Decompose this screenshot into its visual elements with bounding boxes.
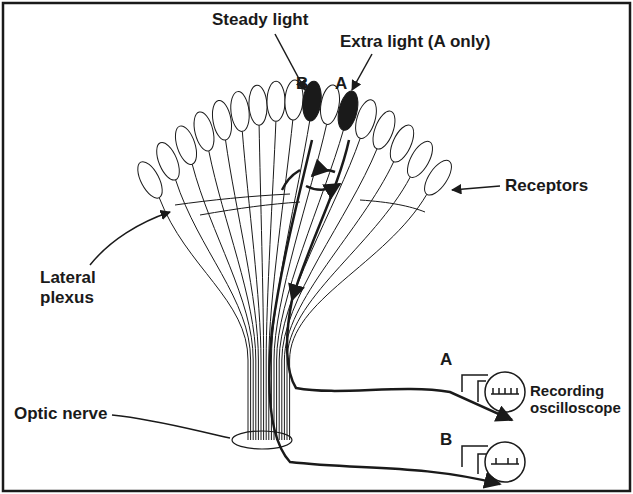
receptor-label: A	[335, 74, 347, 94]
nerve-fiber	[279, 138, 360, 440]
receptor-cell	[229, 91, 251, 133]
nerve-fiber	[226, 140, 259, 440]
inhibition-arrows	[282, 170, 340, 190]
nerve-fiber	[284, 162, 393, 440]
leader-arrows	[90, 34, 500, 438]
nerve-fiber	[282, 149, 377, 440]
fiber-label: A	[440, 350, 452, 370]
nerve-fibers	[159, 120, 427, 440]
nerve-fiber	[209, 151, 256, 440]
frame	[3, 3, 630, 491]
receptor-label: B	[296, 74, 308, 94]
nerve-fiber	[159, 198, 248, 440]
title-label: Extra light (A only)	[340, 32, 491, 52]
part-label: Lateral plexus	[40, 268, 120, 307]
recorded-fibers	[269, 140, 512, 484]
optic-nerve-outline	[232, 431, 292, 449]
nerve-fiber	[287, 177, 410, 440]
receptor-cells	[133, 80, 457, 202]
lateral-plexus	[175, 194, 425, 215]
nerve-fiber	[290, 194, 427, 440]
nerve-fiber	[259, 125, 264, 440]
instrument-label: Recording oscilloscope	[530, 382, 625, 417]
title-label: Steady light	[212, 10, 308, 30]
oscilloscopes	[462, 372, 525, 482]
receptor-cell	[419, 156, 456, 199]
nerve-fiber	[242, 131, 261, 440]
receptor-cell	[267, 81, 285, 121]
part-label: Optic nerve	[14, 404, 114, 424]
receptor-cell	[248, 85, 268, 126]
part-label: Receptors	[505, 176, 588, 196]
fiber-label: B	[440, 430, 452, 450]
